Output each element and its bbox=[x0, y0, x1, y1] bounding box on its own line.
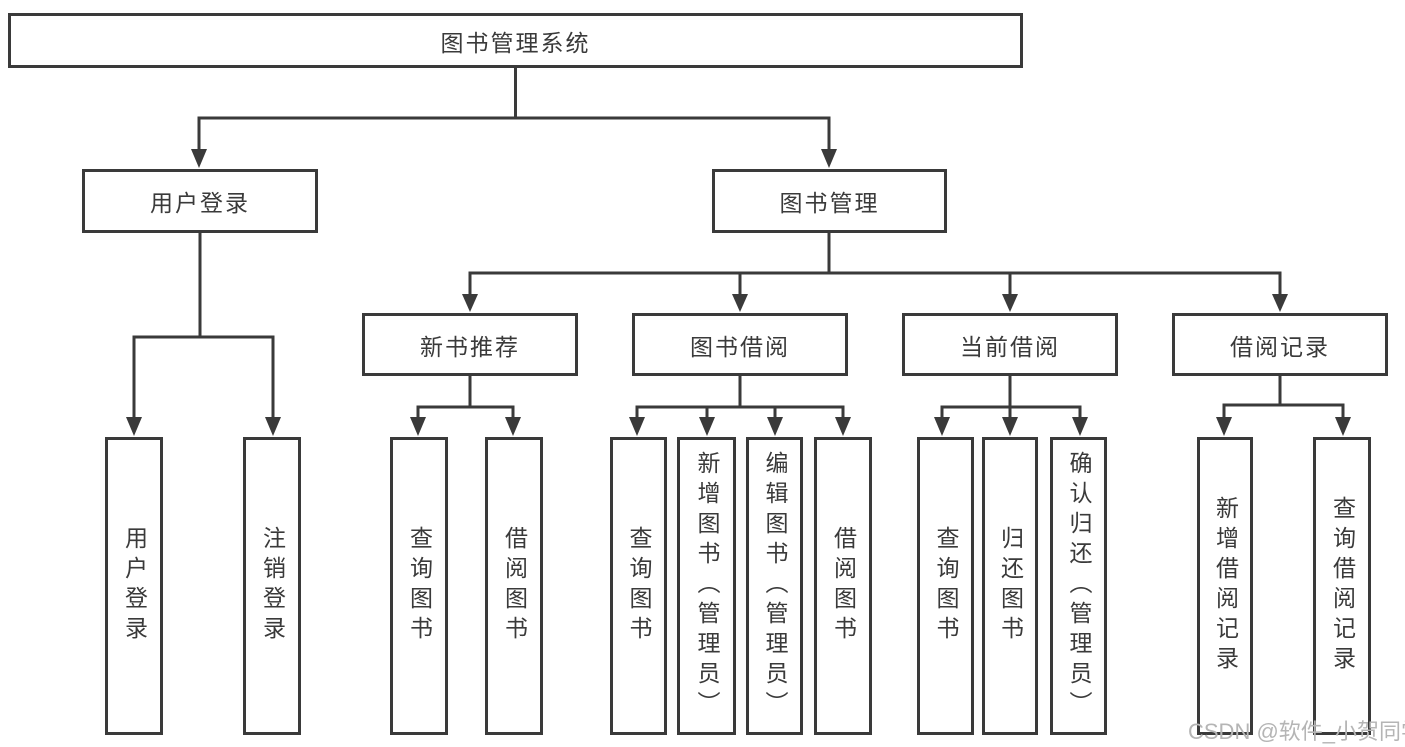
leaf-newbooks-query-book: 查询图书 bbox=[390, 437, 448, 735]
node-current-borrow-label: 当前借阅 bbox=[960, 333, 1060, 360]
leaf-logout: 注销登录 bbox=[243, 437, 301, 735]
leaf-newbooks-borrow-book-label: 借阅图书 bbox=[501, 526, 528, 646]
node-root-label: 图书管理系统 bbox=[440, 29, 591, 56]
node-new-book-recommend-label: 新书推荐 bbox=[420, 333, 520, 360]
node-new-book-recommend: 新书推荐 bbox=[362, 313, 578, 376]
node-user-login: 用户登录 bbox=[82, 169, 318, 233]
leaf-return-book: 归还图书 bbox=[982, 437, 1038, 735]
leaf-logout-label: 注销登录 bbox=[259, 526, 286, 646]
leaf-query-borrow-record-label: 查询借阅记录 bbox=[1329, 496, 1356, 676]
leaf-edit-book-admin: 编辑图书（管理员） bbox=[746, 437, 803, 735]
node-root-system: 图书管理系统 bbox=[8, 13, 1023, 68]
leaf-borrow-query-book: 查询图书 bbox=[610, 437, 667, 735]
leaf-user-login: 用户登录 bbox=[105, 437, 163, 735]
connector-root-to-level2 bbox=[191, 66, 837, 168]
node-book-management: 图书管理 bbox=[712, 169, 947, 233]
node-borrow-records: 借阅记录 bbox=[1172, 313, 1388, 376]
leaf-return-book-label: 归还图书 bbox=[997, 526, 1024, 646]
leaf-newbooks-borrow-book: 借阅图书 bbox=[485, 437, 543, 735]
node-book-borrow-label: 图书借阅 bbox=[690, 333, 790, 360]
leaf-borrow-query-book-label: 查询图书 bbox=[626, 526, 652, 646]
leaf-add-borrow-record-label: 新增借阅记录 bbox=[1212, 496, 1239, 676]
leaf-edit-book-admin-label: 编辑图书（管理员） bbox=[762, 451, 788, 721]
csdn-watermark: CSDN @软件_小贺同学 bbox=[1188, 719, 1405, 744]
leaf-confirm-return-admin-label: 确认归还（管理员） bbox=[1066, 451, 1092, 721]
connector-userlogin-to-leaves bbox=[126, 231, 281, 436]
node-current-borrow: 当前借阅 bbox=[902, 313, 1118, 376]
node-book-management-label: 图书管理 bbox=[779, 190, 880, 216]
connector-bookmgmt-to-level3 bbox=[462, 231, 1288, 312]
node-user-login-label: 用户登录 bbox=[150, 190, 250, 216]
leaf-borrow-book-label: 借阅图书 bbox=[830, 526, 857, 646]
connector-newbooks-to-leaves bbox=[410, 374, 521, 436]
connector-bookborrow-to-leaves bbox=[629, 374, 851, 436]
leaf-add-borrow-record: 新增借阅记录 bbox=[1197, 437, 1253, 735]
leaf-add-book-admin: 新增图书（管理员） bbox=[677, 437, 736, 735]
leaf-user-login-label: 用户登录 bbox=[121, 526, 148, 646]
leaf-confirm-return-admin: 确认归还（管理员） bbox=[1050, 437, 1107, 735]
connector-currentborrow-to-leaves bbox=[934, 374, 1088, 436]
leaf-add-book-admin-label: 新增图书（管理员） bbox=[694, 451, 720, 721]
leaf-newbooks-query-book-label: 查询图书 bbox=[406, 526, 433, 646]
leaf-current-query-book-label: 查询图书 bbox=[933, 526, 959, 646]
leaf-query-borrow-record: 查询借阅记录 bbox=[1313, 437, 1371, 735]
leaf-borrow-book: 借阅图书 bbox=[814, 437, 872, 735]
node-borrow-records-label: 借阅记录 bbox=[1230, 333, 1330, 360]
leaf-current-query-book: 查询图书 bbox=[917, 437, 974, 735]
node-book-borrow: 图书借阅 bbox=[632, 313, 848, 376]
connector-borrowrecords-to-leaves bbox=[1216, 374, 1351, 436]
